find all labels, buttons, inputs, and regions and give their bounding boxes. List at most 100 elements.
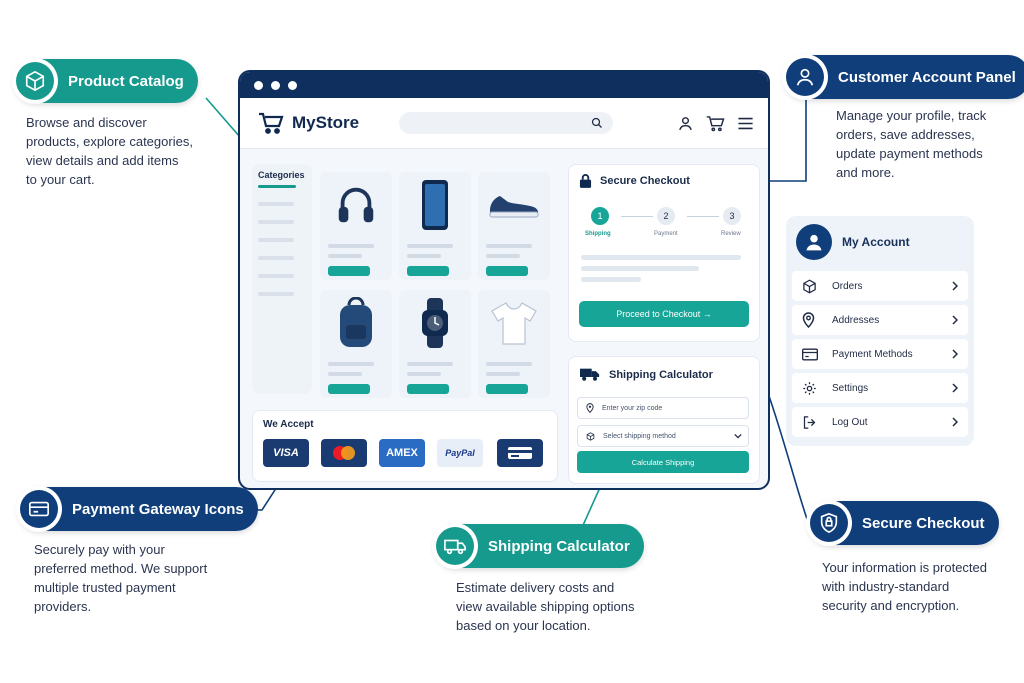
proceed-to-checkout-button[interactable]: Proceed to Checkout → — [579, 301, 749, 327]
step-3-circle[interactable]: 3 — [723, 207, 741, 225]
account-item-label: Payment Methods — [832, 348, 913, 360]
form-placeholder-line — [581, 277, 641, 282]
chevron-right-icon — [952, 349, 958, 359]
product-card[interactable] — [399, 172, 471, 280]
box-icon — [586, 431, 595, 441]
menu-icon[interactable] — [737, 116, 754, 131]
store-navbar: MyStore — [240, 98, 768, 149]
shipping-method-placeholder: Select shipping method — [603, 432, 676, 440]
shield-icon — [820, 512, 838, 534]
account-item-payment-methods[interactable]: Payment Methods — [792, 339, 968, 369]
account-item-label: Orders — [832, 280, 863, 292]
window-dot[interactable] — [271, 80, 280, 90]
product-card[interactable] — [478, 290, 550, 398]
categories-title: Categories — [258, 170, 305, 180]
credit-card-icon — [508, 447, 532, 459]
account-item-log-out[interactable]: Log Out — [792, 407, 968, 437]
sneaker-icon — [489, 196, 539, 218]
add-to-cart-button[interactable] — [486, 384, 528, 394]
location-pin-icon — [802, 312, 815, 328]
payment-gateway-title: Payment Gateway Icons — [72, 500, 244, 518]
form-placeholder-line — [581, 266, 699, 271]
account-item-addresses[interactable]: Addresses — [792, 305, 968, 335]
add-to-cart-button[interactable] — [328, 266, 370, 276]
secure-checkout-title: Secure Checkout — [862, 514, 985, 532]
product-card[interactable] — [320, 290, 392, 398]
smartwatch-icon — [422, 298, 448, 348]
user-icon — [806, 234, 822, 251]
shipping-method-select[interactable]: Select shipping method — [577, 425, 749, 447]
category-item[interactable] — [258, 292, 294, 296]
my-account-panel: My Account Orders Addresses Payment Meth… — [786, 216, 974, 446]
smartphone-icon — [422, 180, 448, 230]
chevron-right-icon — [952, 383, 958, 393]
customer-account-title: Customer Account Panel — [838, 68, 1016, 86]
store-logo-text[interactable]: MyStore — [292, 113, 360, 132]
account-avatar[interactable] — [796, 224, 832, 260]
search-icon[interactable] — [591, 117, 603, 129]
paypal-card[interactable]: PayPal — [437, 439, 483, 467]
step-1-label: Shipping — [585, 231, 611, 237]
truck-icon — [580, 368, 600, 381]
category-item[interactable] — [258, 238, 294, 242]
shipping-calculator-badge: Shipping Calculator — [432, 523, 644, 569]
zip-code-placeholder: Enter your zip code — [602, 404, 663, 412]
visa-card[interactable]: VISA — [263, 439, 309, 467]
categories-underline — [258, 185, 296, 188]
cart-logo-icon — [259, 112, 284, 134]
we-accept-title: We Accept — [263, 419, 314, 430]
calculate-shipping-button[interactable]: Calculate Shipping — [577, 451, 749, 473]
amex-card[interactable]: AMEX — [379, 439, 425, 467]
add-to-cart-button[interactable] — [407, 384, 449, 394]
categories-sidebar: Categories — [252, 164, 312, 394]
window-dot[interactable] — [288, 80, 297, 90]
step-1-circle[interactable]: 1 — [591, 207, 609, 225]
step-2-label: Payment — [654, 231, 678, 237]
category-item[interactable] — [258, 202, 294, 206]
product-catalog-badge: Product Catalog — [12, 58, 198, 104]
add-to-cart-button[interactable] — [407, 266, 449, 276]
checkout-title: Secure Checkout — [600, 174, 690, 187]
mastercard-card[interactable] — [321, 439, 367, 467]
step-2-circle[interactable]: 2 — [657, 207, 675, 225]
account-item-label: Addresses — [832, 314, 880, 326]
account-item-label: Log Out — [832, 416, 868, 428]
title-bar — [240, 72, 768, 98]
payment-gateway-badge: Payment Gateway Icons — [16, 486, 258, 532]
payment-gateway-desc: Securely pay with your preferred method.… — [34, 542, 208, 614]
truck-icon — [444, 539, 466, 555]
product-card[interactable] — [320, 172, 392, 280]
customer-account-badge: Customer Account Panel — [782, 54, 1024, 100]
window-dot[interactable] — [254, 80, 263, 90]
chevron-right-icon — [952, 315, 958, 325]
search-bar[interactable] — [399, 112, 614, 134]
shipping-calc-title: Shipping Calculator — [609, 368, 713, 381]
product-card[interactable] — [399, 290, 471, 398]
step-connector — [687, 216, 719, 217]
box-icon — [25, 70, 45, 92]
account-item-orders[interactable]: Orders — [792, 271, 968, 301]
product-card[interactable] — [478, 172, 550, 280]
add-to-cart-button[interactable] — [486, 266, 528, 276]
zip-code-field[interactable]: Enter your zip code — [577, 397, 749, 419]
tshirt-icon — [491, 302, 537, 345]
category-item[interactable] — [258, 256, 294, 260]
mastercard-icon — [333, 446, 355, 460]
generic-card[interactable] — [497, 439, 543, 467]
user-icon — [796, 68, 814, 86]
account-item-settings[interactable]: Settings — [792, 373, 968, 403]
account-item-label: Settings — [832, 382, 869, 394]
form-placeholder-line — [581, 255, 741, 260]
category-item[interactable] — [258, 274, 294, 278]
step-connector — [621, 216, 653, 217]
product-catalog-desc: Browse and discover products, explore ca… — [26, 115, 193, 187]
product-catalog-title: Product Catalog — [68, 72, 184, 90]
headphones-icon — [338, 187, 374, 223]
add-to-cart-button[interactable] — [328, 384, 370, 394]
category-item[interactable] — [258, 220, 294, 224]
secure-checkout-desc: Your information is protected with indus… — [822, 560, 988, 613]
chevron-down-icon[interactable] — [734, 433, 742, 439]
cart-icon[interactable] — [706, 115, 725, 132]
credit-card-icon — [29, 501, 49, 517]
user-icon[interactable] — [677, 115, 694, 132]
